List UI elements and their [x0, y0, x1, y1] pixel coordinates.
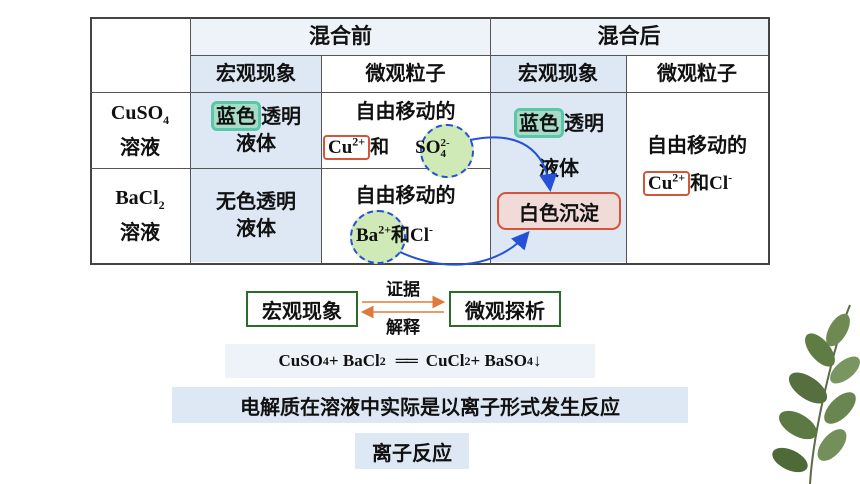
table-border	[90, 17, 770, 265]
vline-4	[626, 55, 627, 263]
blue-color-highlight: 蓝色	[211, 101, 261, 131]
col-macro-after: 宏观现象	[518, 61, 598, 85]
row2-micro-line2: Ba2+和Cl-	[356, 222, 434, 246]
hline-2	[90, 92, 768, 93]
col-micro-after: 微观粒子	[657, 61, 737, 85]
row2-macro-line2: 液体	[236, 216, 276, 240]
ba-ion-circle	[350, 210, 406, 264]
col-macro-before: 宏观现象	[216, 61, 296, 85]
ba-to-precipitate-arrow	[399, 230, 530, 266]
hline-3	[90, 168, 490, 169]
cu-ion-box: Cu2+	[323, 135, 371, 160]
after-cu-ion-box: Cu2+	[643, 171, 691, 196]
white-precipitate-box: 白色沉淀	[497, 192, 621, 230]
conclusion-text: 离子反应	[355, 433, 469, 469]
macro-before-col-bg	[191, 55, 321, 262]
hline-1	[190, 55, 768, 56]
row1-micro-line1: 自由移动的	[355, 98, 456, 123]
row1-solution: 溶液	[120, 134, 160, 159]
row2-macro-line1: 无色透明	[216, 189, 296, 213]
explanation-label: 解释	[386, 318, 420, 338]
so4-ion-circle	[420, 124, 474, 178]
col-micro-before: 微观粒子	[365, 61, 446, 85]
vline-2	[321, 55, 322, 263]
statement-text: 电解质在溶液中实际是以离子形式发生反应	[172, 387, 688, 423]
row1-name: CuSO4 溶液	[90, 92, 190, 168]
after-macro-line1: 蓝色透明	[496, 107, 622, 138]
row1-macro-line2: 液体	[236, 131, 276, 155]
row2-solution: 溶液	[120, 219, 160, 244]
row2-name: BaCl2 溶液	[90, 168, 190, 262]
vline-1	[190, 17, 191, 263]
after-micro-line1: 自由移动的	[647, 132, 747, 157]
vline-3	[490, 17, 491, 263]
after-micro-line2: Cu2+和Cl-	[643, 168, 768, 198]
after-blue-color-highlight: 蓝色	[514, 108, 564, 138]
plant-decoration-icon	[772, 304, 860, 484]
header-before-bg	[191, 17, 490, 55]
row1-macro: 蓝色透明 液体	[191, 92, 321, 168]
row1-macro-line1: 蓝色透明	[211, 101, 301, 131]
row2-micro-line1: 自由移动的	[355, 182, 456, 207]
row1-formula: CuSO4	[110, 101, 170, 127]
evidence-label: 证据	[386, 280, 420, 300]
so4-to-precipitate-arrow	[469, 136, 558, 192]
macro-phenomenon-box: 宏观现象	[246, 291, 358, 327]
row2-formula: BaCl2	[115, 186, 165, 212]
row2-macro: 无色透明 液体	[191, 168, 321, 262]
header-after: 混合后	[597, 23, 661, 48]
header-after-bg	[490, 17, 768, 55]
header-before: 混合前	[309, 23, 372, 48]
micro-analysis-box: 微观探析	[449, 291, 561, 327]
